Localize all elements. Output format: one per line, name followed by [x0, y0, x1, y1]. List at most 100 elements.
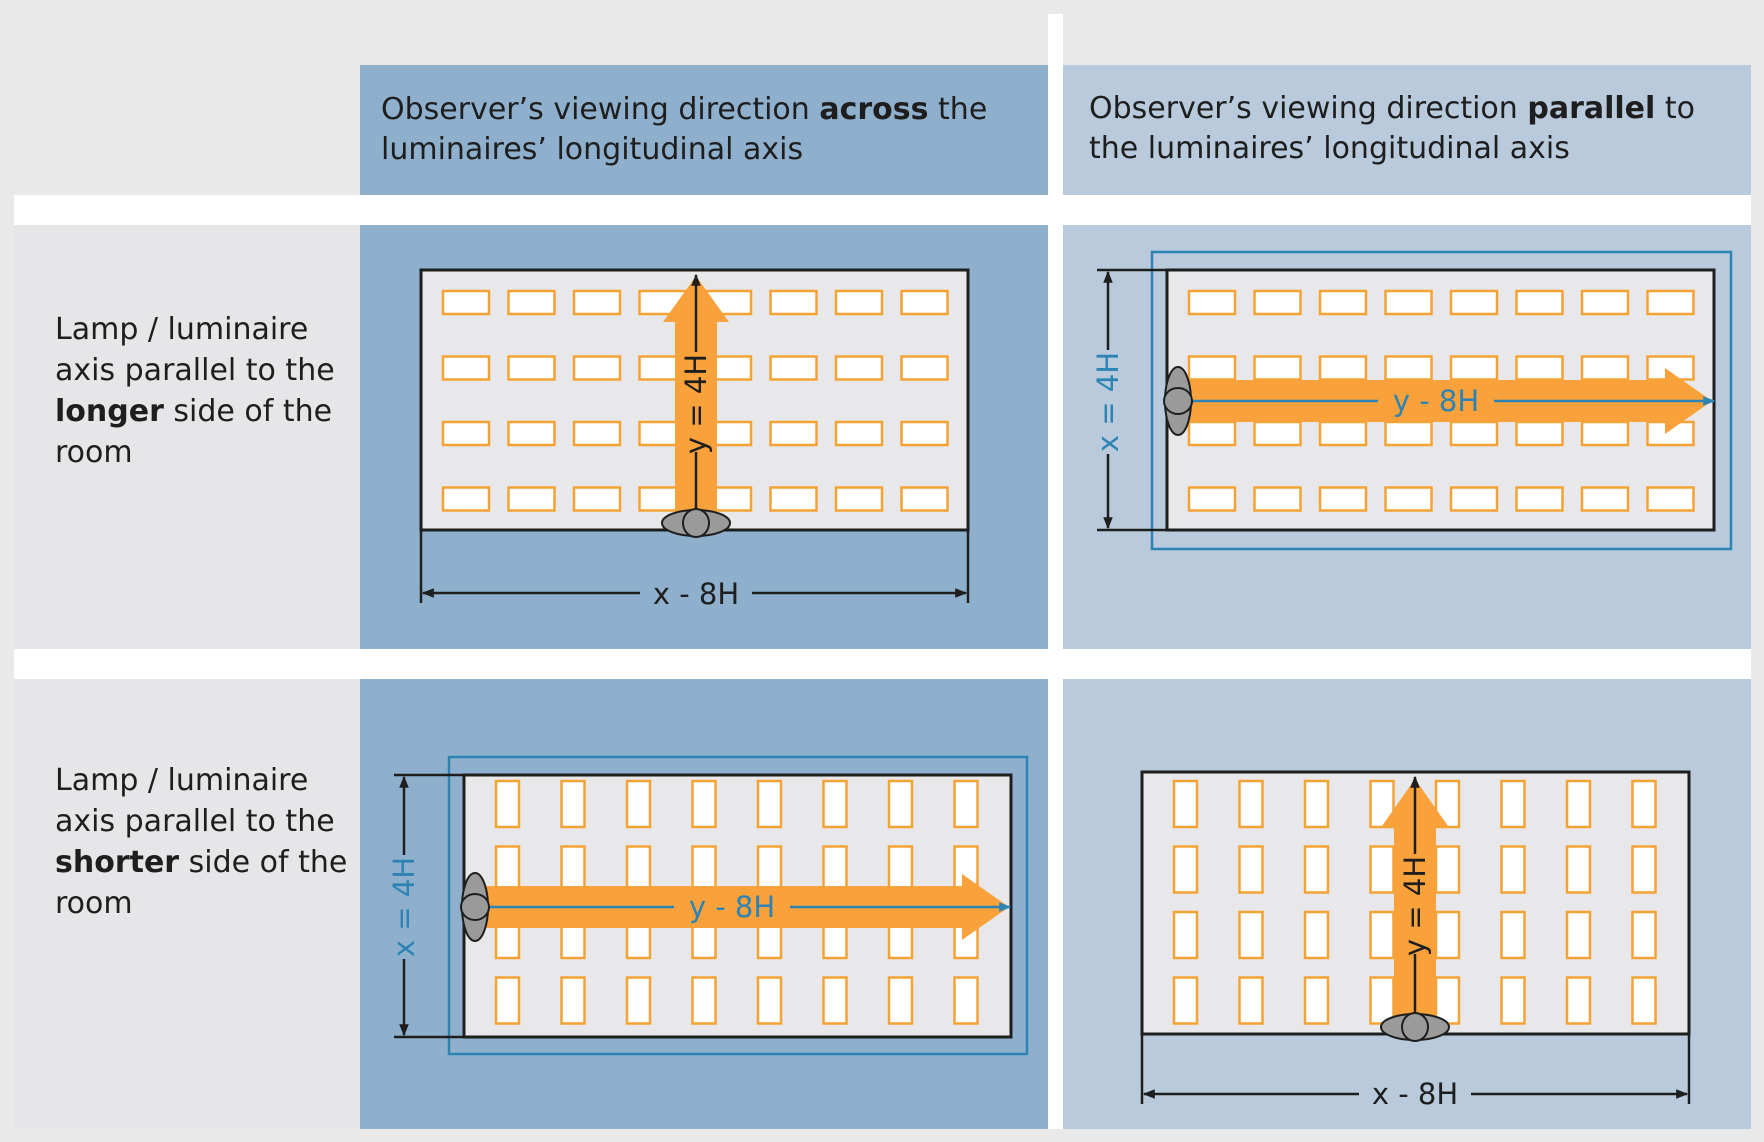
luminaire — [1580, 486, 1630, 512]
luminaire — [756, 779, 783, 829]
luminaire — [1580, 355, 1630, 381]
luminaire — [1369, 845, 1395, 894]
luminaire — [1384, 355, 1433, 381]
label-bg — [1378, 385, 1494, 417]
luminaire — [1565, 845, 1592, 894]
luminaire — [691, 976, 717, 1025]
luminaire-grid — [441, 289, 949, 512]
luminaire — [494, 976, 521, 1025]
luminaire — [560, 845, 586, 894]
observer-icon — [1163, 366, 1193, 436]
dim-label-bg — [640, 573, 752, 613]
luminaire — [1449, 486, 1499, 512]
viewing-distance-label: y = 4H — [1398, 856, 1432, 956]
luminaire — [441, 486, 491, 512]
panel4-diagram: y = 4H x - 8H — [1140, 770, 1691, 1114]
luminaire — [1384, 420, 1433, 447]
room-outline-blue — [447, 755, 1029, 1056]
header-across-text: Observer’s viewing direction across the … — [381, 92, 997, 167]
luminaire — [1238, 976, 1264, 1025]
luminaire — [1565, 910, 1592, 960]
luminaire — [1515, 355, 1564, 381]
panel3-diagram: y - 8H x = 4H — [387, 755, 1029, 1056]
luminaire — [1369, 976, 1395, 1025]
luminaire — [441, 355, 491, 381]
luminaire — [1384, 289, 1433, 316]
observer-icon — [1380, 1012, 1450, 1042]
luminaire — [1434, 910, 1461, 960]
luminaire — [1565, 779, 1592, 829]
luminaire-grid — [1187, 289, 1695, 512]
luminaire — [1253, 420, 1302, 447]
luminaire — [822, 976, 848, 1025]
luminaire — [1631, 779, 1657, 829]
luminaire — [1187, 486, 1237, 512]
luminaire — [494, 779, 521, 829]
label-bg — [1399, 854, 1431, 954]
luminaire — [441, 289, 491, 316]
luminaire — [1172, 779, 1199, 829]
luminaire — [691, 779, 717, 829]
luminaire — [1303, 910, 1330, 960]
luminaire — [900, 420, 949, 447]
dim-label-bg — [1092, 350, 1124, 454]
luminaire — [834, 355, 884, 381]
observer-icon — [661, 508, 731, 538]
separator-h2 — [14, 649, 1751, 679]
luminaire — [1187, 289, 1237, 316]
luminaire — [494, 845, 521, 894]
luminaire — [1238, 845, 1264, 894]
luminaire — [953, 976, 979, 1025]
luminaire — [1318, 420, 1368, 447]
luminaire — [1631, 910, 1657, 960]
luminaire — [1646, 289, 1695, 316]
luminaire — [769, 420, 818, 447]
panel1-diagram: y = 4H x - 8H — [419, 268, 970, 613]
luminaire — [756, 845, 783, 894]
luminaire — [1172, 976, 1199, 1025]
luminaire — [572, 486, 622, 512]
luminaire — [1449, 420, 1499, 447]
luminaire — [887, 779, 914, 829]
viewing-distance-label: y - 8H — [689, 890, 775, 924]
luminaire — [1384, 486, 1433, 512]
luminaire-grid — [1172, 779, 1657, 1025]
luminaire — [834, 289, 884, 316]
separator-h1 — [14, 195, 1751, 225]
luminaire — [1631, 845, 1657, 894]
luminaire — [1238, 910, 1264, 960]
luminaire — [1434, 845, 1461, 894]
row2-label-cell — [14, 679, 360, 1129]
luminaire — [1500, 845, 1526, 894]
luminaire — [1500, 779, 1526, 829]
luminaire — [1500, 976, 1526, 1025]
viewing-distance-label: y - 8H — [1393, 384, 1479, 418]
luminaire — [1253, 289, 1302, 316]
dim-label-bg — [388, 855, 420, 959]
luminaire — [1318, 289, 1368, 316]
luminaire — [572, 355, 622, 381]
header-parallel-text: Observer’s viewing direction parallel to… — [1089, 91, 1705, 166]
luminaire — [441, 420, 491, 447]
separator-v — [1048, 14, 1063, 1129]
observer-icon — [460, 872, 490, 942]
luminaire — [1515, 289, 1564, 316]
room-width-label: x - 8H — [1372, 1077, 1458, 1111]
luminaire — [1187, 420, 1237, 447]
luminaire — [507, 420, 556, 447]
luminaire — [1187, 355, 1237, 381]
viewing-distance-label: y = 4H — [679, 354, 713, 454]
luminaire — [834, 420, 884, 447]
luminaire — [560, 976, 586, 1025]
luminaire — [1580, 420, 1630, 447]
room-depth-label: x = 4H — [1091, 352, 1125, 452]
luminaire — [1580, 289, 1630, 316]
luminaire — [900, 289, 949, 316]
dim-label-bg — [1359, 1074, 1471, 1114]
luminaire — [769, 289, 818, 316]
luminaire — [1303, 845, 1330, 894]
luminaire — [1303, 976, 1330, 1025]
luminaire — [1369, 910, 1395, 960]
luminaire — [1646, 486, 1695, 512]
